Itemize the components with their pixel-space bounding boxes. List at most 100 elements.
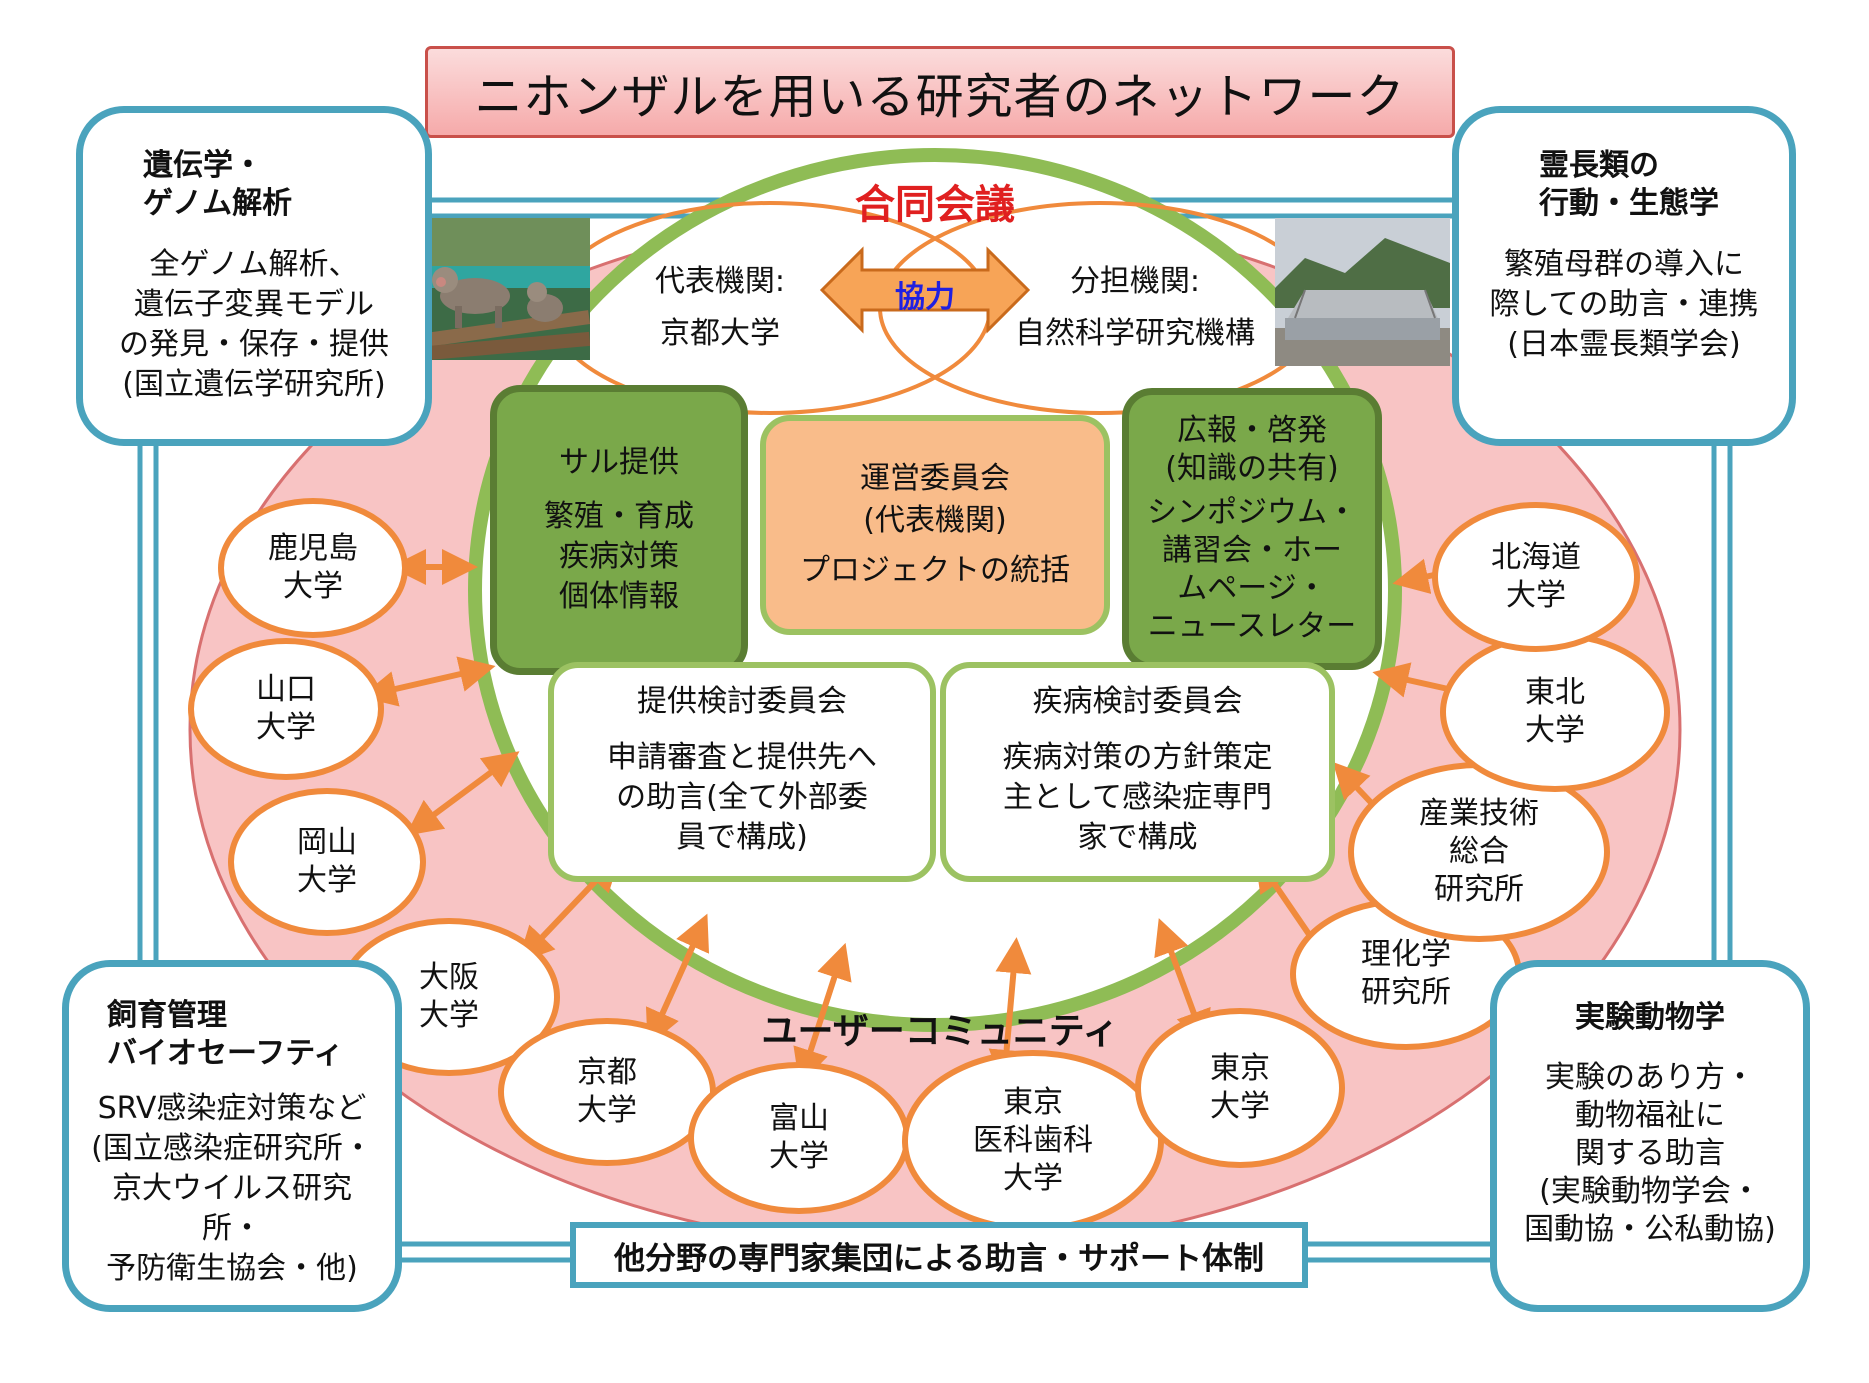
university-name: 大学 [256, 710, 316, 745]
expert-body-line: 全ゲノム解析、 [149, 247, 359, 282]
university-name: 大学 [1506, 578, 1566, 613]
expert-body-line: 繁殖母群の導入に [1504, 247, 1744, 282]
university-name: 大学 [297, 863, 357, 898]
arrow-kyoto [645, 913, 710, 1047]
university-okayama: 岡山 大学 [228, 788, 426, 936]
expert-heading: 実験動物学 [1575, 1000, 1725, 1035]
cooperation-arrow [819, 246, 1031, 334]
monkey-supply-line: 疾病対策 [559, 539, 679, 574]
supply-committee-line: 員で構成) [676, 820, 808, 855]
university-toyama: 富山 大学 [688, 1062, 910, 1214]
expert-body-line: 京大ウイルス研究所・ [112, 1171, 352, 1246]
diagram-title: ニホンザルを用いる研究者のネットワーク [425, 46, 1455, 138]
steering-sub: (代表機関) [863, 503, 1007, 538]
university-name: 医科歯科 [973, 1123, 1093, 1158]
expert-heading: バイオセーフティ [107, 1036, 344, 1071]
expert-body-line: 遺伝子変異モデル [134, 287, 374, 322]
university-hokkaido: 北海道 大学 [1432, 502, 1640, 652]
expert-body-line: SRV感染症対策など [97, 1091, 367, 1126]
expert-body-line: 動物福祉に [1575, 1098, 1725, 1133]
pr-line: ムページ・ [1177, 571, 1327, 606]
facility-photo [1275, 218, 1450, 366]
expert-genetics: 遺伝学・ ゲノム解析 全ゲノム解析、 遺伝子変異モデル の発見・保存・提供 (国… [76, 106, 432, 446]
university-tokyo: 東京 大学 [1135, 1008, 1345, 1168]
university-name: 大学 [769, 1139, 829, 1174]
expert-body-line: の発見・保存・提供 [119, 327, 389, 362]
university-name: 東京 [1210, 1051, 1270, 1086]
expert-heading: 飼育管理 [107, 998, 227, 1033]
arrow-tokyo [1154, 918, 1211, 1047]
expert-body-line: (実験動物学会・ [1539, 1174, 1761, 1209]
disease-committee-line: 主として感染症専門 [1002, 780, 1273, 815]
steering-desc: プロジェクトの統括 [800, 553, 1070, 588]
supply-committee-line: 申請審査と提供先へ [607, 740, 877, 775]
university-name: 富山 [769, 1101, 829, 1136]
arrow-yamaguchi [360, 656, 496, 707]
expert-body-line: (国立遺伝学研究所) [122, 367, 386, 402]
expert-heading: ゲノム解析 [143, 186, 293, 221]
university-name: 京都 [577, 1055, 637, 1090]
expert-body-line: (国立感染症研究所・ [91, 1131, 373, 1166]
shared-name: 自然科学研究機構 [1015, 316, 1255, 351]
university-aist: 産業技術 総合 研究所 [1348, 762, 1610, 942]
expert-body-line: 予防衛生協会・他) [106, 1251, 358, 1286]
arrow-okayama [405, 751, 520, 836]
university-name: 東京 [1003, 1085, 1063, 1120]
pr-sub: (知識の共有) [1165, 451, 1339, 486]
university-name: 総合 [1449, 834, 1509, 869]
expert-biosafety: 飼育管理 バイオセーフティ SRV感染症対策など (国立感染症研究所・ 京大ウイ… [62, 960, 402, 1312]
expert-primatology: 霊長類の 行動・生態学 繁殖母群の導入に 際しての助言・連携 (日本霊長類学会) [1452, 106, 1796, 446]
university-name: 研究所 [1361, 975, 1451, 1010]
representative-name: 京都大学 [660, 316, 780, 351]
monkey-supply-title: サル提供 [559, 445, 679, 480]
university-name: 大学 [419, 998, 479, 1033]
university-name: 大学 [577, 1093, 637, 1128]
monkeys-photo [405, 218, 590, 360]
user-community-label: ユーザーコミュニティ [761, 1011, 1119, 1052]
university-name: 北海道 [1491, 540, 1581, 575]
university-name: 大学 [1210, 1089, 1270, 1124]
supply-committee-box: 提供検討委員会 申請審査と提供先へ の助言(全て外部委 員で構成) [548, 662, 936, 882]
university-kyoto: 京都 大学 [498, 1018, 716, 1166]
university-name: 研究所 [1434, 872, 1524, 907]
expert-lab-animal: 実験動物学 実験のあり方・ 動物福祉に 関する助言 (実験動物学会・ 国動協・公… [1490, 960, 1810, 1312]
steering-committee-box: 運営委員会 (代表機関) プロジェクトの統括 [760, 415, 1110, 635]
disease-committee-line: 疾病対策の方針策定 [1002, 740, 1273, 775]
expert-body-line: 国動協・公私動協) [1524, 1212, 1776, 1247]
university-yamaguchi: 山口 大学 [188, 638, 384, 780]
pr-line: シンポジウム・ [1147, 495, 1357, 530]
monkey-supply-line: 個体情報 [559, 579, 679, 614]
arrow-tmdu [988, 937, 1032, 1086]
pr-box: 広報・啓発 (知識の共有) シンポジウム・ 講習会・ホー ムページ・ ニュースレ… [1122, 388, 1382, 670]
monkey-supply-line: 繁殖・育成 [544, 499, 694, 534]
disease-committee-title: 疾病検討委員会 [1032, 684, 1243, 719]
support-system-box: 他分野の専門家集団による助言・サポート体制 [570, 1222, 1308, 1288]
steering-title: 運営委員会 [860, 461, 1010, 496]
representative-institution: 代表機関: 京都大学 [610, 262, 830, 354]
supply-committee-title: 提供検討委員会 [637, 684, 847, 719]
expert-body-line: 際しての助言・連携 [1489, 287, 1759, 322]
supply-committee-line: の助言(全て外部委 [616, 780, 868, 815]
university-name: 大学 [1003, 1161, 1063, 1196]
expert-body-line: 実験のあり方・ [1545, 1060, 1755, 1095]
university-tohoku: 東北 大学 [1440, 632, 1670, 792]
expert-heading: 遺伝学・ [143, 148, 263, 183]
university-name: 岡山 [297, 825, 357, 860]
university-name: 東北 [1525, 675, 1585, 710]
pr-line: ニュースレター [1147, 609, 1357, 644]
expert-body-line: (日本霊長類学会) [1507, 327, 1741, 362]
university-name: 山口 [256, 672, 316, 707]
university-tmdu: 東京 医科歯科 大学 [902, 1050, 1164, 1232]
university-name: 理化学 [1361, 937, 1451, 972]
shared-label: 分担機関: [1069, 264, 1201, 299]
pr-title: 広報・啓発 [1177, 413, 1327, 448]
expert-heading: 霊長類の [1539, 148, 1659, 183]
university-name: 産業技術 [1419, 796, 1539, 831]
university-kagoshima: 鹿児島 大学 [218, 498, 408, 638]
representative-label: 代表機関: [654, 264, 786, 299]
expert-heading: 行動・生態学 [1539, 186, 1719, 221]
arrow-toyama [793, 942, 852, 1086]
university-name: 大阪 [419, 960, 479, 995]
university-name: 鹿児島 [268, 531, 358, 566]
university-name: 大学 [1525, 713, 1585, 748]
